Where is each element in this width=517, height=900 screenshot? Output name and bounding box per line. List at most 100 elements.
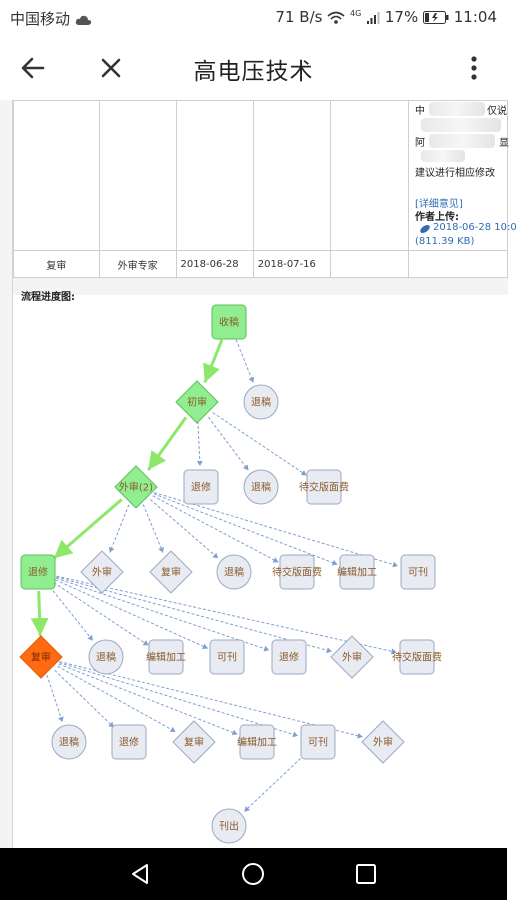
flow-node-2: 初审 (175, 380, 219, 424)
flow-node-25: 编辑加工 (237, 724, 277, 760)
flow-edge (196, 420, 203, 467)
app-toolbar: 高电压技术 (0, 36, 507, 100)
battery-level: 17% (384, 8, 419, 26)
flow-node-shape (51, 724, 87, 760)
flow-edge (243, 754, 305, 812)
flow-node-28: 刊出 (211, 808, 247, 844)
note-text: 中 (415, 106, 425, 117)
signal-icon (367, 11, 380, 24)
flow-node-13: 编辑加工 (337, 554, 377, 590)
flow-node-18: 可刊 (209, 639, 245, 675)
close-icon[interactable] (95, 52, 127, 84)
flow-node-shape (80, 550, 124, 594)
note-text: 阿 (415, 138, 425, 149)
flow-node-label: 待交版面费 (299, 481, 349, 494)
table-row: 复审 外审专家 2018-06-28 2018-07-16 (13, 250, 509, 278)
flow-node-shape (211, 808, 247, 844)
flow-node-20: 外审 (330, 635, 374, 679)
table-cell: 2018-06-28 (175, 250, 254, 278)
flow-node-label: 退稿 (96, 651, 116, 664)
flow-node-shape (88, 639, 124, 675)
status-left: 中国移动 (10, 8, 93, 29)
redacted-text (421, 118, 501, 132)
flow-node-16: 退稿 (88, 639, 124, 675)
flow-node-shape (300, 724, 336, 760)
flow-edge (153, 493, 338, 566)
flow-edge (30, 590, 49, 637)
details-link[interactable]: [详细意见] (415, 199, 463, 210)
flow-edge (54, 669, 115, 728)
flow-edge (108, 504, 130, 553)
flow-edge (212, 412, 307, 476)
flow-node-label: 外审 (342, 651, 362, 664)
flow-node-21: 待交版面费 (392, 639, 442, 675)
table-cell: 2018-07-16 (252, 250, 332, 278)
flow-node-label: 外审 (92, 566, 112, 579)
flow-node-label: 可刊 (217, 652, 237, 664)
flow-node-23: 退修 (111, 724, 147, 760)
note-text: 仅说 (487, 106, 507, 117)
note-text: 建议进行相应修改 (415, 168, 495, 179)
flow-node-shape (111, 724, 147, 760)
flow-edge (55, 579, 209, 650)
flow-edge (235, 339, 255, 383)
redacted-text (421, 150, 465, 162)
flow-node-9: 外审 (80, 550, 124, 594)
flow-edge (49, 586, 94, 641)
flow-node-3: 退稿 (243, 384, 279, 420)
flow-edge (59, 661, 363, 739)
status-right: 71 B/s 4G 17% 11:04 (275, 8, 497, 26)
flow-node-1: 收稿 (211, 304, 247, 340)
flow-node-shape (114, 465, 158, 509)
flow-edge (53, 582, 149, 646)
flow-node-label: 外审 (373, 736, 393, 749)
table-cell: 外审专家 (98, 250, 177, 278)
flow-node-label: 退稿 (224, 566, 244, 579)
flow-node-shape (175, 380, 219, 424)
flow-node-label: 退稿 (251, 481, 271, 494)
web-content[interactable]: 复审 外审专家 2018-06-28 2018-07-16 中 仅说 阿 显 建… (0, 100, 517, 848)
table-cell: 复审 (13, 250, 100, 278)
square-recents-icon[interactable] (354, 862, 378, 886)
file-size: (811.39 KB) (415, 236, 475, 247)
flow-node-label: 编辑加工 (146, 651, 186, 664)
page-title: 高电压技术 (193, 59, 314, 85)
section-header (13, 278, 508, 295)
flow-edge (147, 416, 188, 471)
flow-node-label: 复审 (161, 566, 181, 579)
flow-edge (46, 674, 64, 723)
circle-home-icon[interactable] (241, 862, 265, 886)
flow-node-shape (216, 554, 252, 590)
clock: 11:04 (453, 8, 497, 26)
flow-node-shape (243, 469, 279, 505)
arrow-left-icon[interactable] (17, 52, 49, 84)
flow-node-label: 退修 (279, 651, 299, 664)
flow-node-label: 待交版面费 (272, 566, 322, 579)
more-vertical-icon[interactable] (458, 52, 490, 84)
triangle-back-icon[interactable] (128, 862, 152, 886)
flow-node-shape (183, 469, 219, 505)
flow-node-shape (148, 639, 184, 675)
author-upload-label: 作者上传: (415, 212, 459, 223)
redacted-text (429, 134, 495, 148)
flow-node-11: 退稿 (216, 554, 252, 590)
table-cell (407, 250, 509, 278)
flow-edge (57, 665, 176, 733)
flow-node-26: 可刊 (300, 724, 336, 760)
flow-edge (56, 575, 397, 655)
network-type: 4G (350, 9, 362, 18)
flow-edge (52, 498, 123, 560)
flow-node-10: 复审 (149, 550, 193, 594)
flow-node-24: 复审 (172, 720, 216, 764)
redacted-text (429, 102, 485, 116)
flow-node-label: 退修 (119, 736, 139, 749)
manuscript-panel: 复审 外审专家 2018-06-28 2018-07-16 中 仅说 阿 显 建… (12, 100, 517, 848)
flow-edge (208, 416, 249, 471)
file-link[interactable]: 2018-06-28 10:0 (433, 222, 517, 233)
flow-node-6: 退稿 (243, 469, 279, 505)
flow-node-shape (271, 639, 307, 675)
system-nav-bar (0, 848, 507, 900)
flow-node-label: 可刊 (308, 737, 328, 749)
flow-node-shape (172, 720, 216, 764)
flow-edge (154, 492, 399, 568)
